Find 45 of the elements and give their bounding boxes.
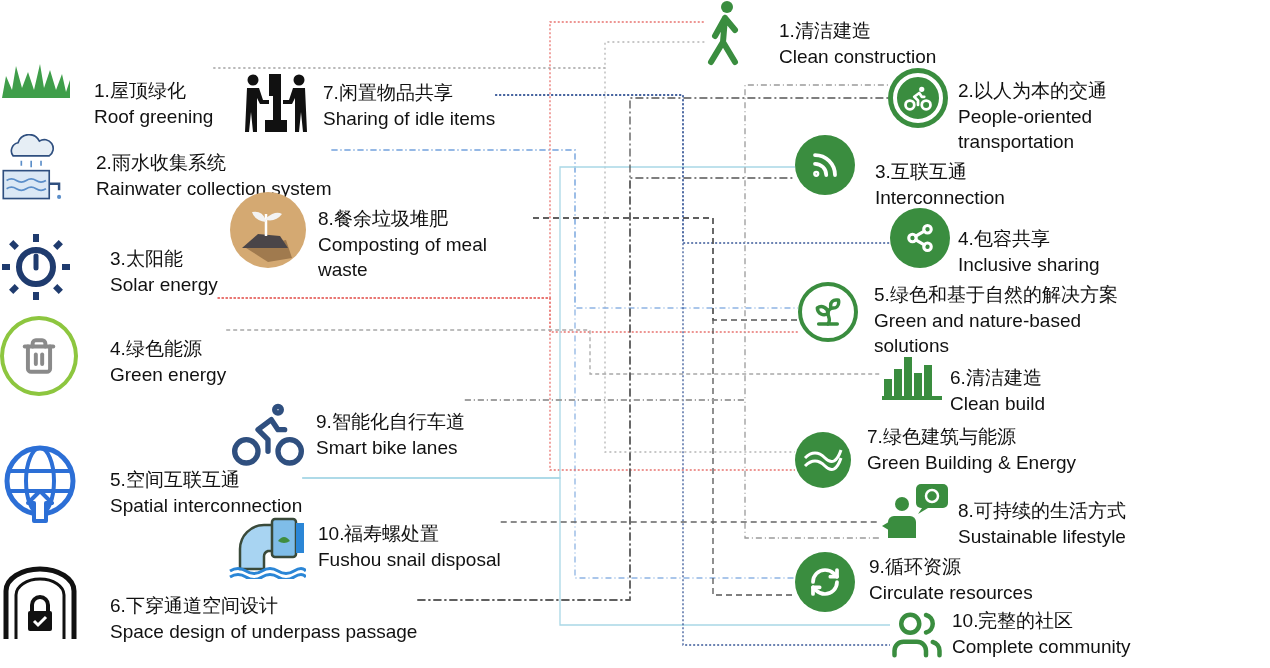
english-label: People-oriented transportation — [958, 104, 1094, 155]
chinese-title: 6.清洁建造 — [950, 366, 1043, 390]
chinese-title: 2.雨水收集系统 — [96, 151, 227, 175]
english-label: Green and nature-based solutions — [874, 308, 1083, 359]
chinese-title: 5.空间互联互通 — [110, 468, 241, 492]
chinese-title: 6.下穿通道空间设计 — [110, 594, 279, 618]
connector-line — [464, 399, 881, 539]
chinese-title: 3.太阳能 — [110, 247, 184, 271]
english-label: Inclusive sharing — [958, 252, 1100, 277]
english-label: Green Building & Energy — [867, 450, 1077, 475]
chinese-title: 4.绿色能源 — [110, 337, 203, 361]
chinese-title: 9.智能化自行车道 — [316, 410, 465, 434]
english-label: Sustainable lifestyle — [958, 524, 1126, 549]
english-label: Smart bike lanes — [316, 435, 459, 460]
chinese-title: 2.以人为本的交通 — [958, 79, 1108, 103]
connector-line — [494, 94, 891, 646]
chinese-title: 7.绿色建筑与能源 — [867, 425, 1017, 449]
chinese-title: 3.互联互通 — [875, 160, 968, 184]
chinese-title: 5.绿色和基于自然的解决方案 — [874, 283, 1119, 307]
connector-line — [301, 477, 891, 626]
english-label: Space design of underpass passage — [110, 619, 418, 644]
english-label: Roof greening — [94, 104, 214, 129]
english-label: Clean build — [950, 391, 1046, 416]
connector-line — [212, 67, 796, 453]
english-label: Sharing of idle items — [323, 106, 496, 131]
english-label: Composting of meal waste — [318, 232, 488, 283]
chinese-title: 8.餐余垃圾堆肥 — [318, 207, 449, 231]
english-label: Circulate resources — [869, 580, 1033, 605]
english-label: Clean construction — [779, 44, 937, 69]
chinese-title: 9.循环资源 — [869, 555, 962, 579]
chinese-title: 7.闲置物品共享 — [323, 81, 454, 105]
english-label: Green energy — [110, 362, 227, 387]
english-label: Spatial interconnection — [110, 493, 303, 518]
chinese-title: 1.屋顶绿化 — [94, 79, 187, 103]
chinese-title: 10.福寿螺处置 — [318, 522, 441, 546]
english-label: Fushou snail disposal — [318, 547, 501, 572]
english-label: Solar energy — [110, 272, 218, 297]
connector-line — [217, 297, 796, 471]
chinese-title: 4.包容共享 — [958, 227, 1051, 251]
chinese-title: 8.可持续的生活方式 — [958, 499, 1126, 523]
chinese-title: 1.清洁建造 — [779, 19, 872, 43]
chinese-title: 10.完整的社区 — [952, 609, 1075, 633]
connector-line — [330, 149, 796, 579]
english-label: Complete community — [952, 634, 1131, 659]
english-label: Interconnection — [875, 185, 1005, 210]
